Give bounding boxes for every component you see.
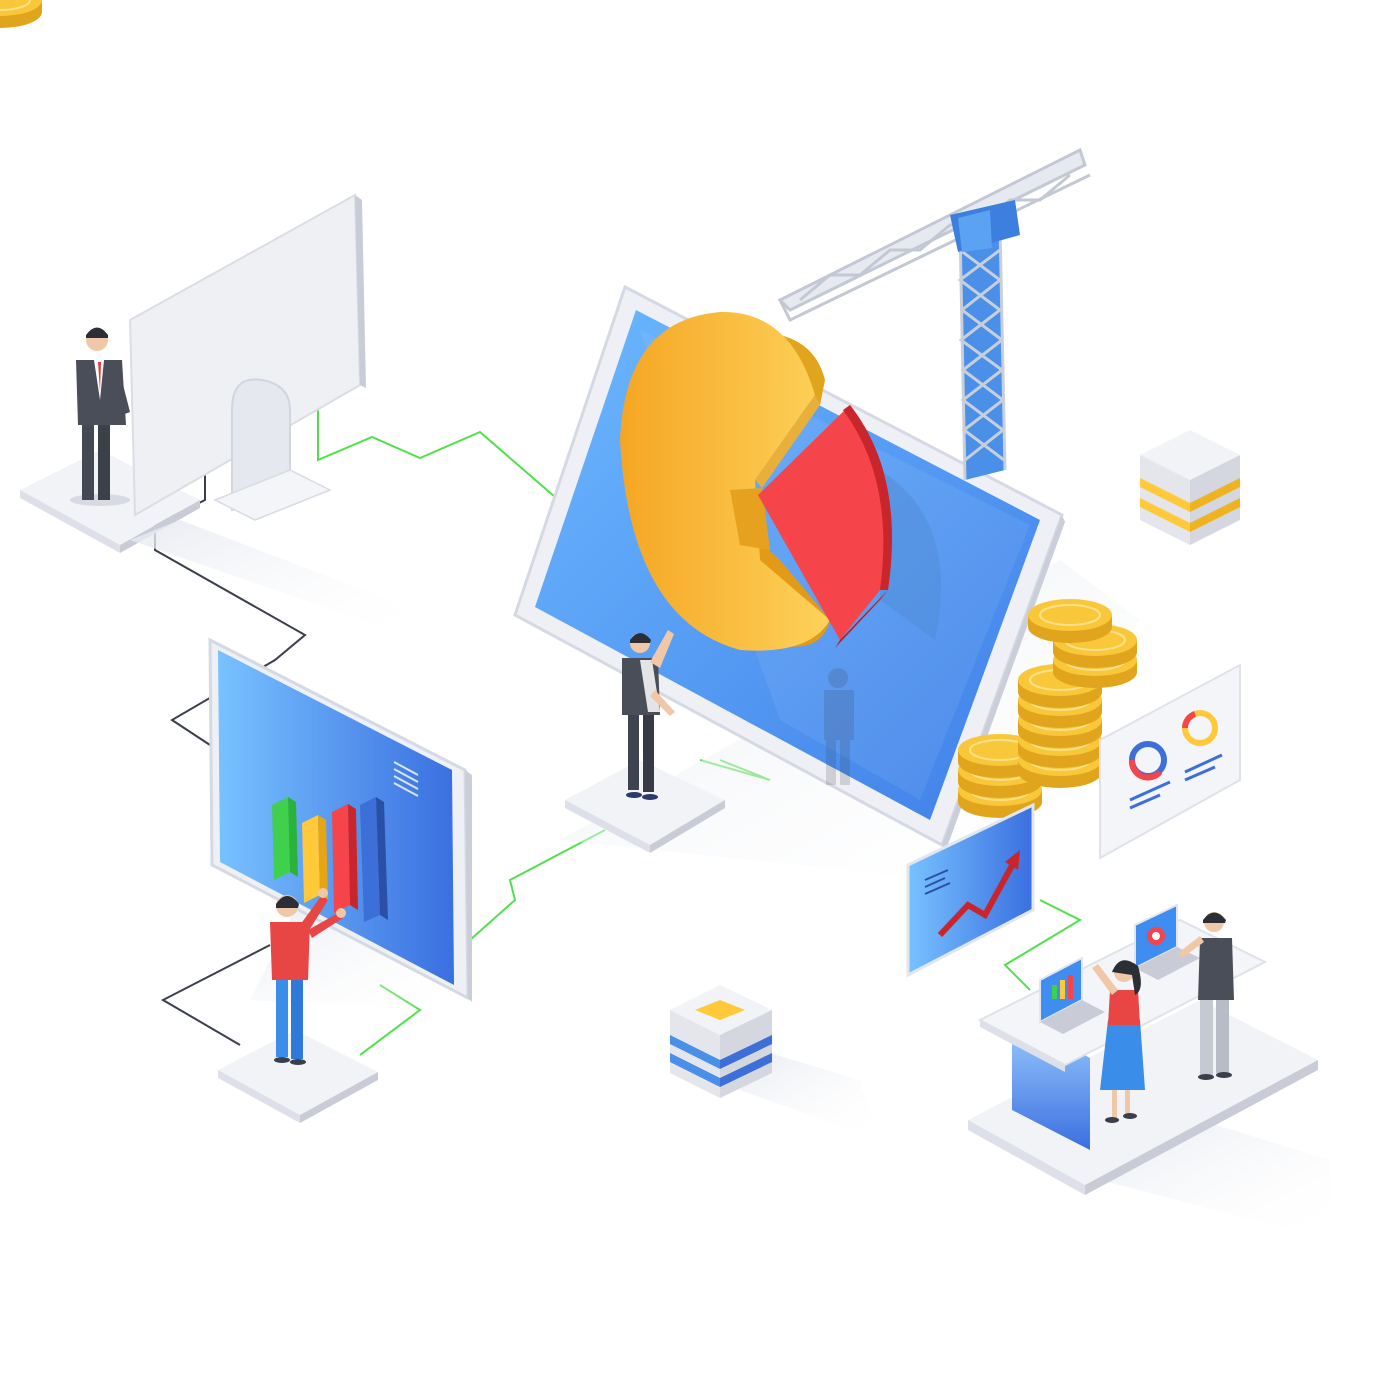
man-pointing-at-tablet (565, 630, 725, 853)
server-cube-blue-icon (670, 985, 880, 1140)
green-connector-monitor-tablet (317, 348, 556, 498)
growth-arrow-screen-icon (906, 802, 1035, 978)
dark-connector-chart (160, 944, 271, 1046)
gold-coin-stack-icon (0, 0, 1138, 819)
pie-chart-3d (620, 311, 893, 651)
woman-at-laptop (1092, 960, 1145, 1123)
bar-chart-bars (272, 797, 388, 922)
businessman-at-monitor (70, 327, 130, 506)
desktop-monitor-back-icon (20, 193, 420, 640)
green-connector-tablet-chart (469, 829, 606, 941)
man-building-bar-chart (218, 888, 378, 1123)
tower-crane-icon (777, 147, 1091, 481)
donut-chart-card-icon (1099, 663, 1241, 860)
tablet-reflection-figure (824, 668, 854, 785)
bar-chart-screen-icon (208, 637, 472, 1010)
server-cube-yellow-icon (1140, 430, 1240, 545)
laptop-workstation-desk-icon (968, 903, 1330, 1240)
green-connector-desk (1003, 899, 1083, 991)
man-at-laptop (1178, 912, 1234, 1080)
